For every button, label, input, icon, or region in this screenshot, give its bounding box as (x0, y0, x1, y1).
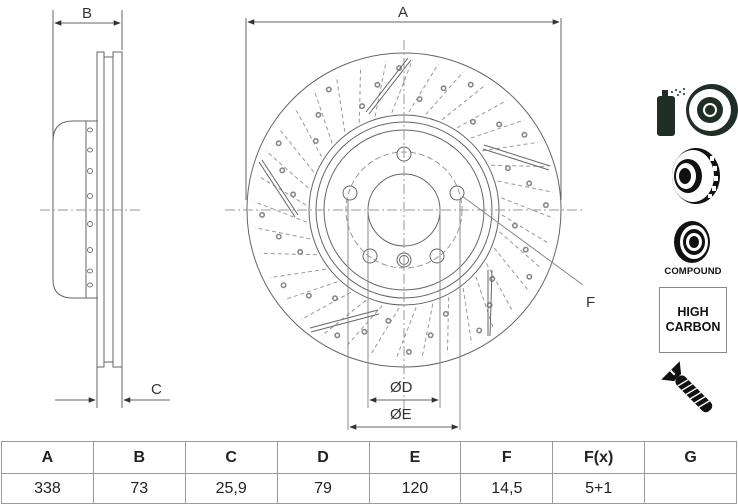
dimension-label-d: ØD (390, 379, 413, 396)
spec-value-b: 73 (92, 473, 186, 504)
spec-header-a: A (1, 441, 94, 474)
spec-value-d: 79 (276, 473, 370, 504)
spec-header-g: G (644, 441, 737, 474)
spec-value-fx: 5+1 (552, 473, 646, 504)
compound-disc-icon (672, 219, 712, 270)
spec-value-row: 338 73 25,9 79 120 14,5 5+1 (1, 473, 737, 504)
spec-value-e: 120 (368, 473, 462, 504)
spec-table: A B C D E F F(x) G 338 73 25,9 79 120 14… (1, 441, 737, 504)
spec-value-f: 14,5 (460, 473, 554, 504)
front-view (225, 18, 585, 430)
dimension-label-b: B (82, 5, 93, 22)
high-carbon-line1: HIGH (677, 305, 709, 319)
technical-drawing: B C A F ØD ØE (40, 4, 596, 430)
spec-header-d: D (276, 441, 370, 474)
spec-header-e: E (368, 441, 462, 474)
dimension-label-a: A (398, 4, 409, 21)
dimension-label-f: F (586, 294, 596, 311)
spec-header-f: F (460, 441, 554, 474)
high-carbon-line2: CARBON (665, 320, 721, 334)
spec-value-a: 338 (1, 473, 94, 504)
brake-disc-drawing (40, 10, 585, 430)
spec-header-fx: F(x) (552, 441, 646, 474)
vented-disc-icon (666, 146, 722, 211)
dimension-label-e: ØE (390, 406, 412, 423)
spec-header-c: C (184, 441, 278, 474)
spec-value-g (644, 473, 737, 504)
high-carbon-badge: HIGH CARBON (659, 287, 727, 353)
spec-header-b: B (92, 441, 186, 474)
coated-disc-spray-icon (656, 80, 738, 143)
countersunk-screw-icon (658, 358, 724, 429)
dimension-label-c: C (151, 381, 162, 398)
spec-value-c: 25,9 (184, 473, 278, 504)
spec-header-row: A B C D E F F(x) G (1, 441, 737, 474)
side-view (40, 10, 170, 408)
compound-label: COMPOUND (664, 266, 722, 277)
